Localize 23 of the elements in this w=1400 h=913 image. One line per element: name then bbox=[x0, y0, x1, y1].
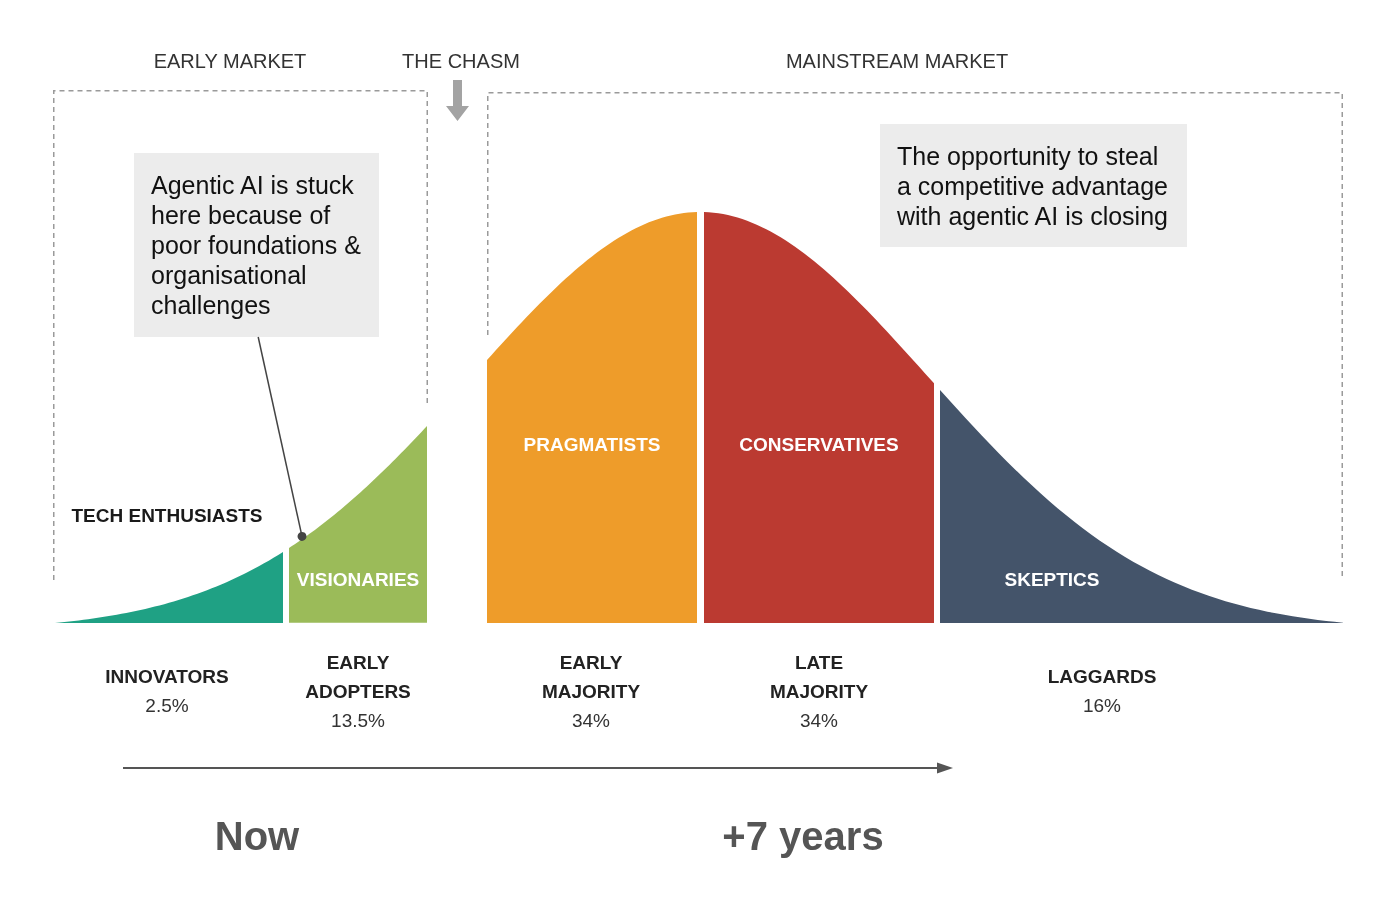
group-name: LAGGARDS bbox=[1047, 665, 1157, 689]
percentage-label: 13.5% bbox=[331, 708, 385, 733]
segment-label: SKEPTICS bbox=[1004, 569, 1100, 591]
percentage-label: 34% bbox=[572, 708, 610, 733]
group-name: EARLY ADOPTERS bbox=[305, 650, 411, 704]
timeline-label: +7 years bbox=[722, 813, 884, 859]
percentage-label: 34% bbox=[800, 708, 838, 733]
percentage-label: 2.5% bbox=[145, 694, 189, 718]
note-callout: Agentic AI is stuck here because of poor foundations & organisational challenges bbox=[134, 153, 379, 337]
group-name: LATE MAJORITY bbox=[769, 650, 869, 704]
region-heading: EARLY MARKET bbox=[153, 49, 307, 73]
segment-label: CONSERVATIVES bbox=[739, 434, 899, 456]
leader-line bbox=[257, 336, 307, 541]
segment-label: TECH ENTHUSIASTS bbox=[71, 505, 263, 527]
chasm-heading: THE CHASM bbox=[402, 49, 520, 73]
segment-label: PRAGMATISTS bbox=[523, 434, 661, 456]
group-name: EARLY MAJORITY bbox=[541, 650, 641, 704]
note-callout: The opportunity to steal a competitive advantage with agentic AI is closing bbox=[880, 124, 1187, 247]
percentage-label: 16% bbox=[1083, 694, 1121, 718]
group-name: INNOVATORS bbox=[105, 665, 229, 689]
region-heading: MAINSTREAM MARKET bbox=[785, 49, 1009, 73]
timeline-label: Now bbox=[214, 813, 300, 859]
segment-label: VISIONARIES bbox=[296, 569, 420, 591]
